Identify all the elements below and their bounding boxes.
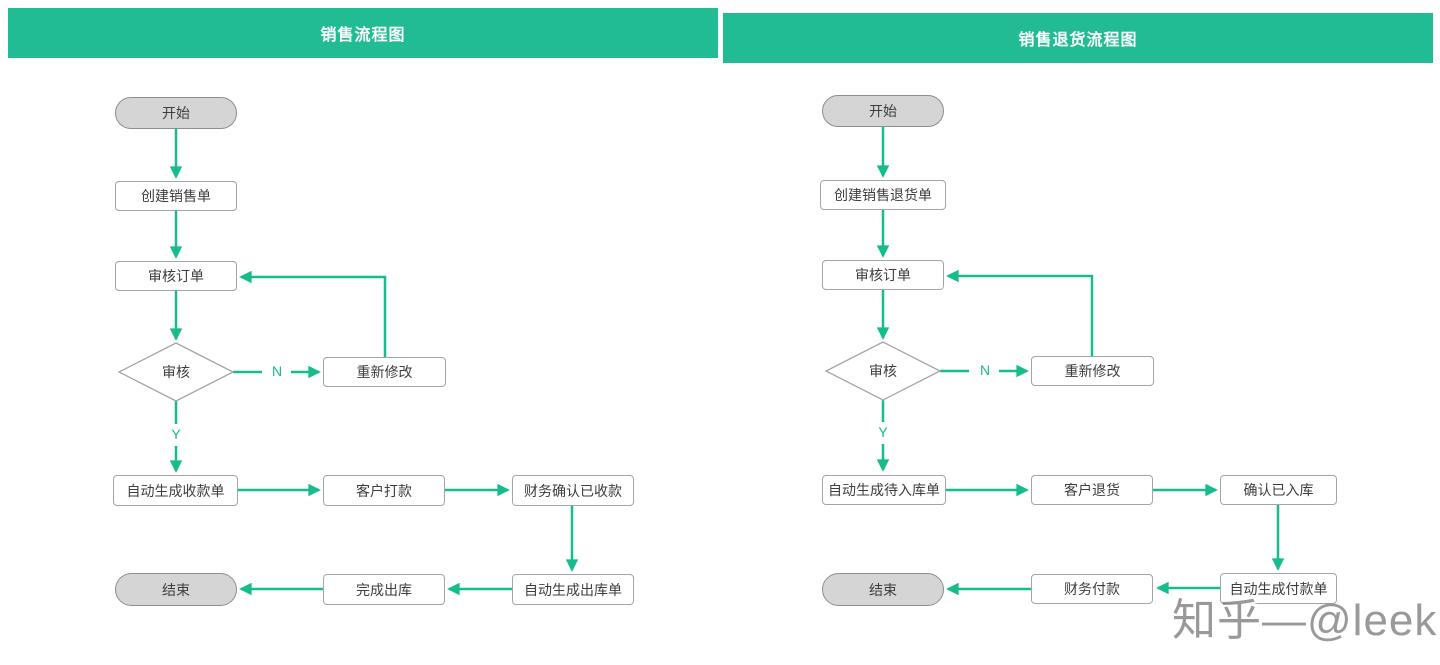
left-branch-label-n: N [271, 363, 283, 379]
right-node-revise: 重新修改 [1031, 356, 1154, 386]
left-node-start: 开始 [115, 97, 237, 129]
left-node-revise: 重新修改 [323, 357, 446, 387]
connector-arrow [239, 270, 387, 357]
right-branch-label-y: Y [878, 424, 888, 440]
left-node-decision: 审核 [162, 364, 190, 380]
left-node-create-sales-order: 创建销售单 [115, 181, 237, 211]
left-chart-title: 销售流程图 [320, 27, 406, 44]
right-node-auto-payment: 自动生成付款单 [1220, 573, 1337, 604]
right-node-decision: 审核 [869, 363, 897, 379]
right-node-start: 开始 [822, 95, 944, 127]
right-node-review-order: 审核订单 [822, 260, 944, 290]
right-chart-header: 销售退货流程图 [723, 13, 1433, 63]
left-branch-label-y: Y [171, 426, 181, 442]
left-node-customer-payment: 客户打款 [323, 475, 445, 506]
right-decision-diamond-shape [824, 341, 942, 401]
left-node-end: 结束 [115, 573, 237, 606]
right-node-auto-pending-inbound: 自动生成待入库单 [822, 475, 946, 505]
right-node-customer-return: 客户退货 [1031, 475, 1153, 505]
right-node-end: 结束 [822, 573, 944, 606]
left-node-auto-outbound: 自动生成出库单 [512, 574, 634, 605]
connector-arrow [946, 269, 1094, 356]
right-chart-title: 销售退货流程图 [1018, 32, 1138, 49]
right-node-create-return-order: 创建销售退货单 [820, 180, 946, 210]
left-node-review-order: 审核订单 [115, 261, 237, 291]
right-chart-connectors [876, 127, 1285, 596]
right-node-confirm-inbound: 确认已入库 [1220, 475, 1337, 505]
left-decision-diamond-shape [117, 342, 235, 402]
left-chart-connectors [169, 129, 579, 596]
left-node-complete-outbound: 完成出库 [323, 574, 445, 605]
right-node-finance-payment: 财务付款 [1031, 574, 1153, 604]
right-branch-label-n: N [979, 362, 991, 378]
left-node-finance-confirm: 财务确认已收款 [512, 475, 634, 506]
left-chart-header: 销售流程图 [8, 8, 718, 58]
zhihu-watermark: 知乎—@leek [1172, 596, 1438, 645]
left-node-auto-receipt: 自动生成收款单 [113, 475, 238, 506]
